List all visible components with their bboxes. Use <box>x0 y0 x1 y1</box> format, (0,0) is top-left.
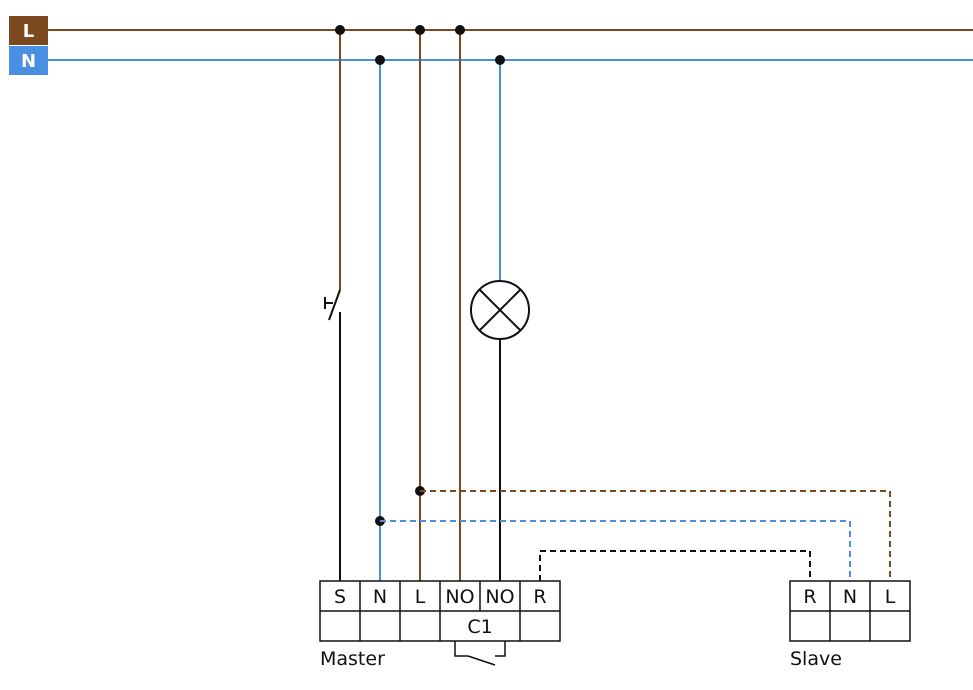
relay-label: C1 <box>467 616 492 638</box>
junction-dot <box>415 25 425 35</box>
lamp-icon <box>470 280 530 340</box>
slave-terminal-n: N <box>843 586 857 608</box>
slave-terminal-r: R <box>803 586 816 608</box>
relay-contact-icon <box>454 641 506 666</box>
master-terminal-s: S <box>334 586 346 608</box>
live-rail-label: L <box>23 21 34 42</box>
slave-neutral-wire <box>380 520 851 581</box>
master-terminal-r: R <box>533 586 546 608</box>
live-rail-label-bg <box>9 16 48 45</box>
junction-dot <box>335 25 345 35</box>
junctions <box>335 25 505 526</box>
master-terminal-block: S N L NO NO R C1 <box>319 580 561 642</box>
neutral-rail-label-bg <box>9 46 48 75</box>
neutral-rail-label: N <box>21 51 36 72</box>
master-terminal-l: L <box>415 586 426 608</box>
rails: L N <box>9 16 973 75</box>
slave-label: Slave <box>790 648 842 670</box>
master-terminal-no-2: NO <box>485 586 514 608</box>
master-terminal-no-1: NO <box>445 586 474 608</box>
junction-dot <box>495 55 505 65</box>
slave-remote-wire <box>539 550 811 581</box>
master-terminal-n: N <box>373 586 387 608</box>
junction-dot <box>375 55 385 65</box>
slave-live-wire <box>420 490 891 581</box>
slave-terminal-block: R N L <box>789 580 911 642</box>
slave-terminal-l: L <box>885 586 896 608</box>
junction-dot <box>455 25 465 35</box>
pushbutton-switch-icon <box>324 282 341 321</box>
master-label: Master <box>320 648 385 670</box>
slave-wires <box>380 490 891 581</box>
